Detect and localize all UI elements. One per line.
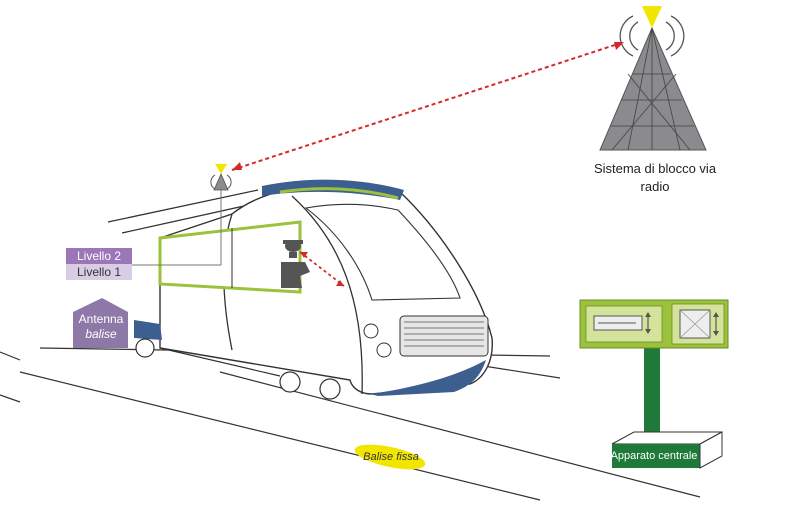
antenna-label-line1: Antenna xyxy=(79,312,124,326)
level-2-label: Livello 2 xyxy=(66,248,132,264)
antenna-label-line2: balise xyxy=(73,327,129,342)
headlight-lower xyxy=(377,343,391,357)
interlocking-cabinet-icon xyxy=(580,300,728,468)
headlight-upper xyxy=(364,324,378,338)
radio-tower-icon xyxy=(600,6,706,150)
train xyxy=(108,180,492,399)
front-grille xyxy=(400,316,488,356)
radio-link-arrow-start xyxy=(232,162,242,170)
antenna-balise-label: Antenna balise xyxy=(73,312,129,342)
central-apparatus-label: Apparato centrale xyxy=(608,449,700,463)
radio-link xyxy=(232,42,624,170)
radio-block-label: Sistema di blocco via radio xyxy=(585,160,725,196)
balise-label: Balise fissa xyxy=(356,449,426,465)
level-1-label: Livello 1 xyxy=(66,264,132,280)
